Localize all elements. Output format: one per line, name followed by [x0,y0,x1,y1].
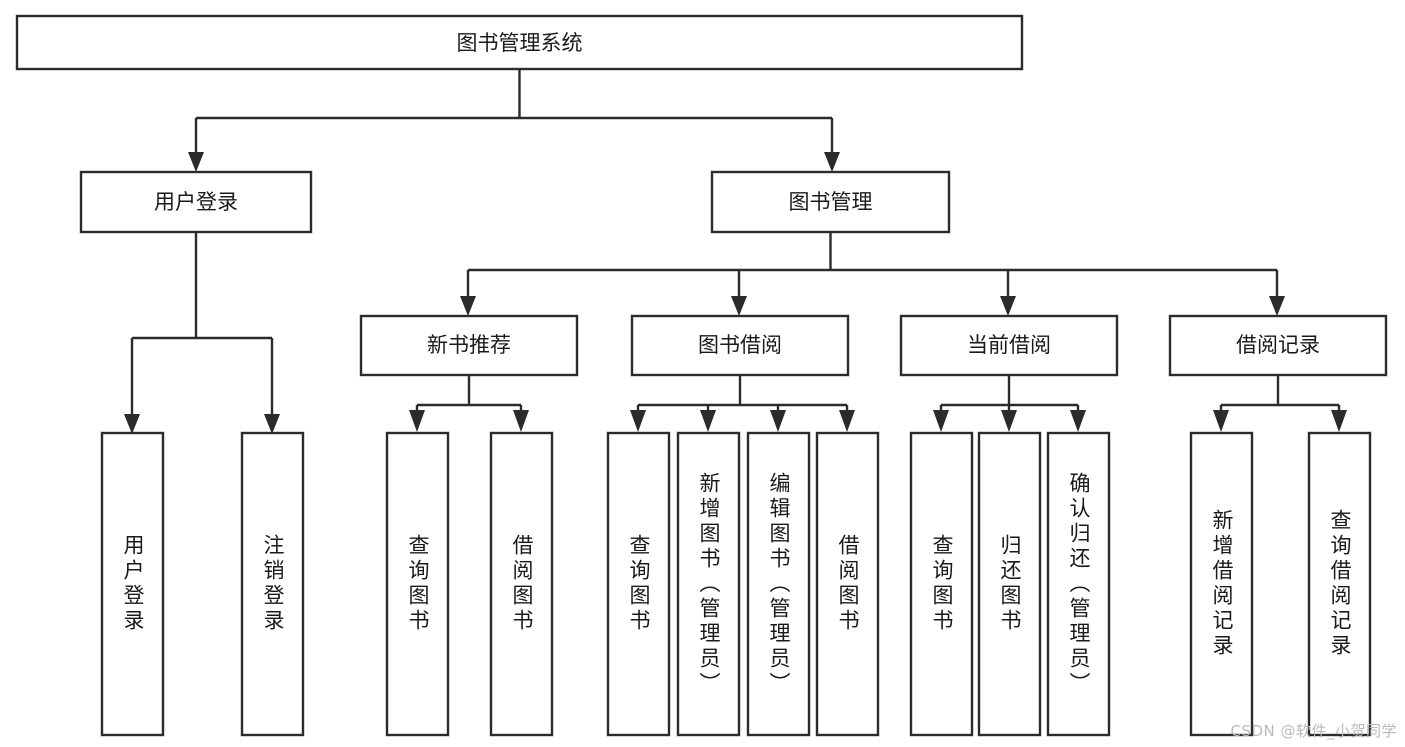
connector-new-book-recommend-bus [409,375,529,432]
node-book-management[interactable]: 图书管理 [710,170,951,234]
arrow-to-leaf-user-login [124,414,140,434]
node-root[interactable]: 图书管理系统 [15,14,1024,71]
connector-book-management-bus [460,232,1285,316]
arrow-to-leaf-borrow-book-1 [513,410,529,432]
current-borrow-label: 当前借阅 [967,333,1051,357]
arrow-to-book-borrow [731,296,747,316]
new-book-recommend-label: 新书推荐 [427,333,511,357]
borrow-record-label: 借阅记录 [1236,333,1320,357]
leaf-box-add-book[interactable] [676,431,741,737]
arrow-to-leaf-user-logout [264,414,280,434]
arrow-to-leaf-query-record [1331,410,1347,432]
leaf-box-add-record[interactable] [1189,431,1254,737]
leaf-box-query-book-1[interactable] [385,431,450,737]
leaf-box-edit-book[interactable] [746,431,811,737]
watermark-text: CSDN @软件_小贺同学 [1230,722,1397,740]
leaf-box-query-record[interactable] [1307,431,1372,737]
leaf-box-borrow-book-1[interactable] [489,431,554,737]
book-borrow-label: 图书借阅 [698,333,782,357]
arrow-to-leaf-add-record [1213,410,1229,432]
arrow-to-leaf-borrow-book-2 [839,410,855,432]
arrow-to-user-login [188,152,204,172]
leaf-box-user-logout[interactable] [240,431,305,737]
arrow-to-leaf-query-book-2 [630,410,646,432]
connector-borrow-record-bus [1213,375,1347,432]
arrow-to-leaf-confirm-return [1070,410,1086,432]
leaf-box-user-login[interactable] [100,431,165,737]
book-management-label: 图书管理 [789,190,873,214]
arrow-to-leaf-edit-book [770,410,786,432]
root-label: 图书管理系统 [457,31,583,55]
connector-user-login-bus [124,232,280,434]
arrow-to-leaf-return-book [1001,410,1017,432]
node-user-login[interactable]: 用户登录 [79,170,313,234]
arrow-to-book-management [824,152,840,172]
leaf-box-query-book-3[interactable] [909,431,974,737]
user-login-label: 用户登录 [154,190,238,214]
node-borrow-record[interactable]: 借阅记录 [1168,314,1388,377]
connector-current-borrow-bus [933,375,1086,432]
leaf-box-query-book-2[interactable] [606,431,671,737]
connector-root-bus [188,69,840,172]
arrow-to-borrow-record [1269,296,1285,316]
arrow-to-leaf-query-book-1 [409,410,425,432]
leaf-box-confirm-return[interactable] [1046,431,1111,737]
arrow-to-leaf-query-book-3 [933,410,949,432]
new-book-recommend-box[interactable] [359,314,579,377]
node-book-borrow[interactable]: 图书借阅 [630,314,850,377]
root-box[interactable] [15,14,1024,71]
arrow-to-leaf-add-book [700,410,716,432]
leaf-box-return-book[interactable] [977,431,1042,737]
node-current-borrow[interactable]: 当前借阅 [899,314,1119,377]
arrow-to-new-book-recommend [460,296,476,316]
leaf-box-borrow-book-2[interactable] [815,431,880,737]
arrow-to-current-borrow [1000,296,1016,316]
user-login-box[interactable] [79,170,313,234]
current-borrow-box[interactable] [899,314,1119,377]
node-new-book-recommend[interactable]: 新书推荐 [359,314,579,377]
connector-book-borrow-bus [630,375,855,432]
